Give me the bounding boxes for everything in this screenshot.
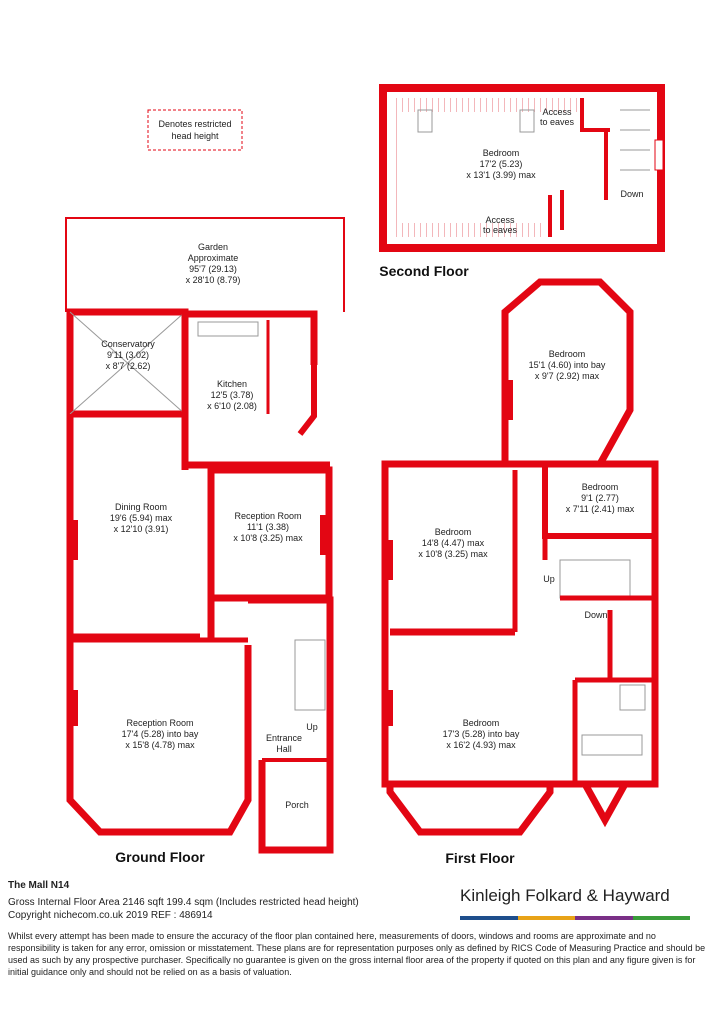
reception-small-dim1: 11'1 (3.38): [247, 522, 289, 532]
dining-name: Dining Room: [115, 502, 167, 512]
ff-bed-bottom-dim1: 17'3 (5.28) into bay: [443, 729, 520, 739]
brand-bar-segment: [632, 916, 690, 920]
legend-text-2: head height: [171, 131, 219, 141]
porch-name: Porch: [285, 800, 309, 810]
down-second: Down: [620, 189, 643, 199]
up-ground: Up: [306, 722, 318, 732]
brand-color-bar: [460, 916, 690, 920]
up-first: Up: [543, 574, 555, 584]
property-name: The Mall N14: [8, 880, 70, 891]
down-first: Down: [584, 610, 607, 620]
brand-bar-segment: [517, 916, 575, 920]
ff-bed-bottom-name: Bedroom: [463, 718, 500, 728]
ff-bed-left-name: Bedroom: [435, 527, 472, 537]
first-floor-plan: [381, 278, 659, 836]
ff-bed-top-dim1: 15'1 (4.60) into bay: [529, 360, 606, 370]
reception-large-name: Reception Room: [126, 718, 193, 728]
ground-floor-plan: [65, 217, 345, 854]
eaves-top-l2: to eaves: [540, 117, 575, 127]
eaves-top-l1: Access: [542, 107, 572, 117]
brand-bar-segment: [460, 916, 518, 920]
reception-large-dim2: x 15'8 (4.78) max: [125, 740, 195, 750]
ff-bed-left-dim1: 14'8 (4.47) max: [422, 538, 485, 548]
reception-small-dim2: x 10'8 (3.25) max: [233, 533, 303, 543]
floor-title-first: First Floor: [445, 850, 515, 866]
sf-bedroom-dim2: x 13'1 (3.99) max: [466, 170, 536, 180]
kitchen-dim1: 12'5 (3.78): [211, 390, 254, 400]
reception-large-dim1: 17'4 (5.28) into bay: [122, 729, 199, 739]
dining-dim2: x 12'10 (3.91): [114, 524, 169, 534]
ff-bed-left-dim2: x 10'8 (3.25) max: [418, 549, 488, 559]
garden-approx: Approximate: [188, 253, 239, 263]
brand-logo: Kinleigh Folkard & Hayward: [460, 886, 670, 905]
conservatory-dim2: x 8'7 (2.62): [106, 361, 151, 371]
garden-dim2: x 28'10 (8.79): [186, 275, 241, 285]
entrance-hall: Hall: [276, 744, 292, 754]
eaves-bottom-l1: Access: [485, 215, 515, 225]
floor-area: Gross Internal Floor Area 2146 sqft 199.…: [8, 897, 359, 908]
garden-name: Garden: [198, 242, 228, 252]
ff-bed-top-dim2: x 9'7 (2.92) max: [535, 371, 600, 381]
legend-text-1: Denotes restricted: [158, 119, 231, 129]
conservatory-dim1: 9'11 (3.02): [107, 350, 149, 360]
entrance-name: Entrance: [266, 733, 302, 743]
garden-dim1: 95'7 (29.13): [189, 264, 237, 274]
kitchen-name: Kitchen: [217, 379, 247, 389]
copyright: Copyright nichecom.co.uk 2019 REF : 4869…: [8, 910, 213, 921]
ff-bed-small-dim1: 9'1 (2.77): [581, 493, 619, 503]
brand-bar-segment: [575, 916, 633, 920]
dining-dim1: 19'6 (5.94) max: [110, 513, 173, 523]
floor-title-ground: Ground Floor: [115, 849, 205, 865]
conservatory-name: Conservatory: [101, 339, 155, 349]
ff-bed-top-name: Bedroom: [549, 349, 586, 359]
second-floor-plan: [379, 84, 665, 252]
kitchen-dim2: x 6'10 (2.08): [207, 401, 257, 411]
legend: Denotes restricted head height: [147, 109, 243, 151]
eaves-bottom-l2: to eaves: [483, 225, 518, 235]
disclaimer: Whilst every attempt has been made to en…: [8, 931, 706, 977]
floor-title-second: Second Floor: [379, 263, 469, 279]
sf-bedroom-dim1: 17'2 (5.23): [480, 159, 523, 169]
reception-small-name: Reception Room: [234, 511, 301, 521]
ff-bed-small-name: Bedroom: [582, 482, 619, 492]
sf-bedroom-name: Bedroom: [483, 148, 520, 158]
ff-bed-bottom-dim2: x 16'2 (4.93) max: [446, 740, 516, 750]
ff-bed-small-dim2: x 7'11 (2.41) max: [566, 504, 635, 514]
